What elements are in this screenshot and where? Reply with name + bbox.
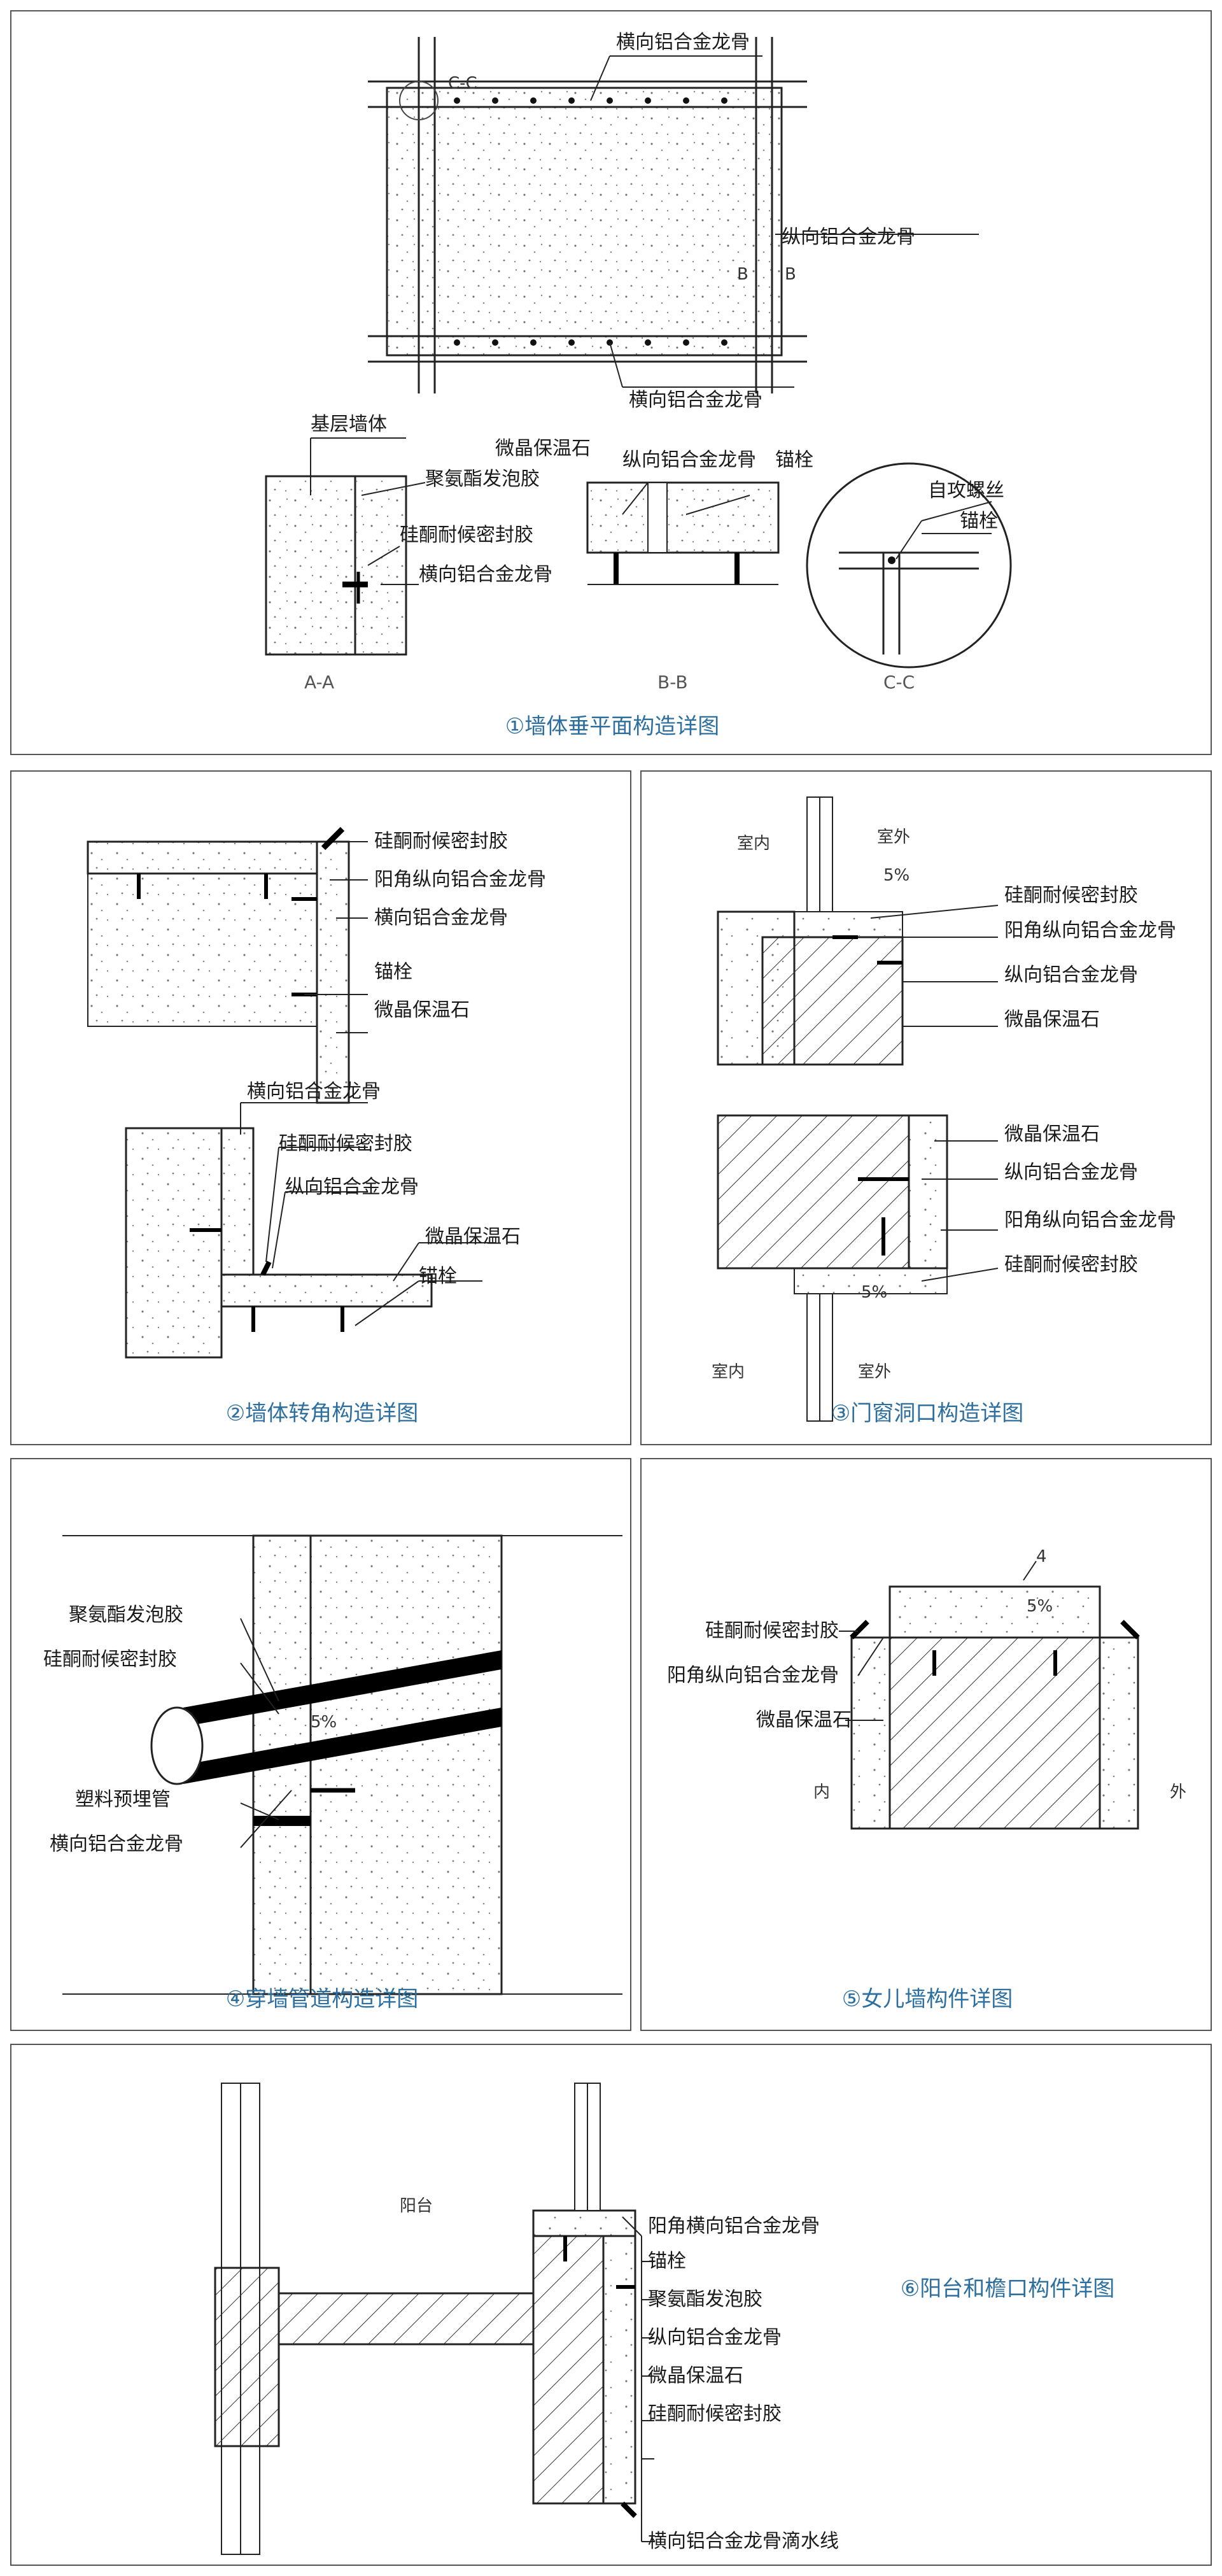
section-mark-cc: C-C — [448, 74, 477, 93]
label-self-tapping-screw: 自攻螺丝 — [928, 479, 1004, 502]
label-anchor-bolt: 锚栓 — [374, 961, 412, 983]
panel-pipe-through-wall: 聚氨酯发泡胶 硅酮耐候密封胶 5% 塑料预埋管 横向铝合金龙骨 ④穿墙管道构造详… — [10, 1458, 631, 2031]
panel-door-window-opening: 室内 室外 5% 硅酮耐候密封胶 阳角纵向铝合金龙骨 纵向铝合金龙骨 微晶保温石… — [640, 770, 1212, 1445]
label-microcrystal-stone: 微晶保温石 — [756, 1709, 852, 1731]
annotation-slope-bottom: 5% — [861, 1283, 888, 1302]
label-pu-foam: 聚氨酯发泡胶 — [648, 2288, 762, 2311]
label-anchor-bolt: 锚栓 — [648, 2250, 686, 2272]
label-anchor-bolt: 锚栓 — [775, 449, 813, 471]
annotation-indoor-bottom: 室内 — [712, 1362, 745, 1382]
label-horizontal-keel: 横向铝合金龙骨 — [50, 1833, 183, 1855]
annotation-outside: 外 — [1170, 1783, 1187, 1802]
label-cc-anchor-bolt: 锚栓 — [960, 510, 998, 532]
label-lower-microcrystal-stone: 微晶保温石 — [425, 1226, 521, 1248]
label-lower-anchor-bolt: 锚栓 — [419, 1265, 457, 1287]
label-drip-line-keel: 横向铝合金龙骨滴水线 — [648, 2530, 839, 2552]
label-pu-foam: 聚氨酯发泡胶 — [69, 1604, 183, 1626]
annotation-slope: 5% — [311, 1713, 337, 1732]
annotation-inside: 内 — [813, 1783, 831, 1802]
panel-parapet: 4 5% 硅酮耐候密封胶 阳角纵向铝合金龙骨 微晶保温石 内 外 ⑤女儿墙构件详… — [640, 1458, 1212, 2031]
label-vertical-keel: 纵向铝合金龙骨 — [782, 226, 915, 248]
caption-wall-elevation: ①墙体垂平面构造详图 — [505, 714, 720, 739]
label-outer-corner-keel: 阳角纵向铝合金龙骨 — [374, 868, 546, 891]
label-lower-microcrystal-stone: 微晶保温石 — [1004, 1123, 1100, 1145]
label-lower-horizontal-keel: 横向铝合金龙骨 — [247, 1080, 381, 1103]
caption-balcony-eaves: ⑥阳台和檐口构件详图 — [900, 2276, 1115, 2302]
label-pu-foam: 聚氨酯发泡胶 — [425, 468, 540, 490]
section-mark-b-left: B — [737, 265, 748, 284]
label-lower-outer-corner-keel: 阳角纵向铝合金龙骨 — [1004, 1209, 1176, 1231]
section-title-aa: A-A — [304, 672, 335, 693]
label-aa-horizontal-keel: 横向铝合金龙骨 — [419, 563, 552, 586]
label-lower-silicone-sealant: 硅酮耐候密封胶 — [279, 1133, 412, 1155]
caption-wall-corner: ②墙体转角构造详图 — [225, 1401, 419, 1426]
label-silicone-sealant: 硅酮耐候密封胶 — [400, 524, 533, 546]
section-title-bb: B-B — [657, 672, 688, 693]
section-title-cc: C-C — [883, 672, 915, 693]
caption-door-window: ③门窗洞口构造详图 — [831, 1401, 1024, 1426]
caption-pipe-through-wall: ④穿墙管道构造详图 — [225, 1986, 419, 2012]
label-top-horizontal-keel: 横向铝合金龙骨 — [616, 31, 750, 53]
annotation-indoor-top: 室内 — [737, 834, 771, 853]
label-lower-vertical-keel: 纵向铝合金龙骨 — [285, 1176, 419, 1198]
panel-wall-elevation: 横向铝合金龙骨 纵向铝合金龙骨 横向铝合金龙骨 C-C B B 基层墙体 聚氨酯… — [10, 10, 1212, 755]
wall-corner-drawing — [87, 826, 495, 1359]
label-bottom-horizontal-keel: 横向铝合金龙骨 — [629, 389, 762, 411]
section-mark-b-right: B — [785, 265, 796, 284]
label-microcrystal-stone: 微晶保温石 — [648, 2365, 743, 2387]
label-lower-vertical-keel: 纵向铝合金龙骨 — [1004, 1161, 1138, 1184]
label-outer-corner-keel: 阳角纵向铝合金龙骨 — [1004, 919, 1176, 942]
label-plastic-pipe: 塑料预埋管 — [75, 1788, 171, 1811]
door-window-drawing — [717, 796, 999, 1422]
label-base-wall: 基层墙体 — [311, 413, 387, 435]
label-outer-corner-keel: 阳角纵向铝合金龙骨 — [667, 1664, 839, 1687]
label-vertical-keel: 纵向铝合金龙骨 — [648, 2326, 782, 2349]
label-silicone-sealant: 硅酮耐候密封胶 — [43, 1648, 177, 1671]
label-microcrystal-stone: 微晶保温石 — [495, 437, 591, 460]
annotation-balcony: 阳台 — [400, 2197, 433, 2216]
label-microcrystal-stone: 微晶保温石 — [374, 999, 470, 1021]
panel-balcony-eaves: 阳台 阳角横向铝合金龙骨 锚栓 聚氨酯发泡胶 纵向铝合金龙骨 微晶保温石 硅酮耐… — [10, 2044, 1212, 2566]
annotation-outdoor-top: 室外 — [877, 828, 911, 847]
pipe-through-wall-drawing — [62, 1534, 622, 1995]
label-horizontal-keel: 横向铝合金龙骨 — [374, 907, 508, 929]
label-lower-silicone-sealant: 硅酮耐候密封胶 — [1004, 1254, 1138, 1276]
balcony-eaves-drawing — [214, 2083, 654, 2555]
parapet-drawing — [839, 1560, 1140, 1830]
label-silicone-sealant: 硅酮耐候密封胶 — [1004, 884, 1138, 907]
wall-elevation-drawing — [265, 37, 1012, 669]
label-silicone-sealant: 硅酮耐候密封胶 — [648, 2403, 782, 2425]
label-microcrystal-stone: 微晶保温石 — [1004, 1008, 1100, 1031]
annotation-slope: 5% — [1027, 1597, 1053, 1616]
annotation-outdoor-bottom: 室外 — [858, 1362, 892, 1382]
caption-parapet: ⑤女儿墙构件详图 — [841, 1986, 1013, 2012]
annotation-num: 4 — [1036, 1547, 1047, 1566]
label-vertical-keel: 纵向铝合金龙骨 — [1004, 964, 1138, 986]
label-silicone-sealant: 硅酮耐候密封胶 — [705, 1620, 839, 1642]
label-silicone-sealant: 硅酮耐候密封胶 — [374, 830, 508, 853]
label-outer-corner-horizontal-keel: 阳角横向铝合金龙骨 — [648, 2215, 820, 2237]
annotation-slope-top: 5% — [883, 866, 910, 885]
label-bb-vertical-keel: 纵向铝合金龙骨 — [622, 449, 756, 471]
panel-wall-corner: 硅酮耐候密封胶 阳角纵向铝合金龙骨 横向铝合金龙骨 锚栓 微晶保温石 横向铝合金… — [10, 770, 631, 1445]
